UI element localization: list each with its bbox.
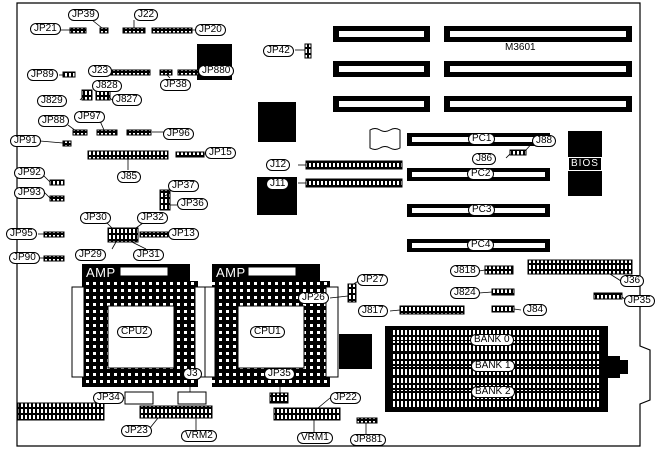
pc3-label: PC3 (468, 204, 496, 216)
jp23-label: JP23 (121, 425, 152, 437)
j85-label: J85 (117, 171, 142, 183)
j86-label: J86 (472, 153, 497, 165)
jp92-label: JP92 (14, 167, 45, 179)
jp93-label: JP93 (14, 187, 45, 199)
jp96-label: JP96 (163, 128, 194, 140)
isa-slots (333, 26, 632, 112)
jp88-label: JP88 (38, 115, 69, 127)
j11-header (305, 178, 403, 188)
jp97-label: JP97 (74, 111, 105, 123)
pc1-label: PC1 (468, 133, 496, 145)
j3-outline (177, 391, 207, 405)
jp32-label: JP32 (137, 212, 168, 224)
chip-lower (339, 334, 372, 369)
jp31-label: JP31 (133, 249, 164, 261)
pc4-label: PC4 (467, 239, 495, 251)
jp22-label: JP22 (330, 392, 361, 404)
jp34-outline (124, 391, 154, 405)
vrm2-label: VRM2 (181, 430, 217, 442)
jp35-right-label: JP35 (624, 295, 655, 307)
audio-port (608, 356, 628, 378)
j84-label: J84 (523, 304, 548, 316)
jp13-label: JP13 (168, 228, 199, 240)
jp881-label: JP881 (350, 434, 387, 446)
jp89-label: JP89 (27, 69, 58, 81)
j12-label: J12 (266, 159, 291, 171)
jp880-label: JP880 (198, 65, 235, 77)
j23-label: J23 (88, 65, 113, 77)
j817-label: J817 (358, 305, 388, 317)
j36-connector (527, 259, 633, 275)
chip-left (258, 102, 296, 142)
cpu1-label: CPU1 (250, 326, 285, 338)
power-connector (17, 402, 105, 421)
j827-label: J827 (112, 94, 142, 106)
jp21-label: JP21 (30, 23, 61, 35)
amp-label-cpu1: AMP (216, 265, 246, 280)
pc2-label: PC2 (467, 168, 495, 180)
j85-header (87, 150, 169, 160)
jp91-label: JP91 (10, 135, 41, 147)
vrm1-header (273, 407, 341, 421)
bank2-label: BANK 2 (471, 386, 515, 398)
oscillator (369, 128, 401, 150)
j22-label: J22 (134, 9, 159, 21)
bios-label: BIOS (568, 157, 602, 171)
jp29-label: JP29 (75, 249, 106, 261)
j84-header (491, 305, 515, 313)
jp38-label: JP38 (160, 79, 191, 91)
jp36-label: JP36 (177, 198, 208, 210)
j824-header (491, 288, 515, 296)
jp42-label: JP42 (263, 45, 294, 57)
j829-label: J829 (37, 95, 67, 107)
jp35-header (269, 392, 289, 404)
jp39-label: JP39 (68, 9, 99, 21)
jp20-label: JP20 (195, 24, 226, 36)
j36-label: J36 (620, 275, 645, 287)
bank0-label: BANK 0 (470, 334, 514, 346)
small-jumpers (43, 27, 527, 303)
j828-label: J828 (92, 80, 122, 92)
jp15-label: JP15 (205, 147, 236, 159)
bank1-label: BANK 1 (471, 360, 515, 372)
j824-label: J824 (450, 287, 480, 299)
jp881-header (356, 417, 378, 424)
jp95-label: JP95 (6, 228, 37, 240)
j3-label: J3 (183, 368, 202, 380)
vrm1-label: VRM1 (297, 432, 333, 444)
jp27-label: JP27 (357, 274, 388, 286)
jp35-label: JP35 (264, 368, 295, 380)
jp26-label: JP26 (298, 292, 329, 304)
j818-header (484, 265, 514, 275)
j817-header (399, 305, 465, 315)
j11-label: J11 (266, 178, 290, 190)
jp30-label: JP30 (80, 212, 111, 224)
j88-label: J88 (532, 135, 557, 147)
amp-label-cpu2: AMP (86, 265, 116, 280)
jp37-label: JP37 (168, 180, 199, 192)
cpu2-label: CPU2 (117, 326, 152, 338)
j12-header (305, 160, 403, 170)
j35-header (593, 292, 623, 300)
jp90-label: JP90 (9, 252, 40, 264)
j818-label: J818 (450, 265, 480, 277)
vrm2-header (139, 405, 213, 419)
cpu2-module (71, 264, 208, 387)
jp34-label: JP34 (93, 392, 124, 404)
board-model-label: M3601 (505, 42, 536, 53)
